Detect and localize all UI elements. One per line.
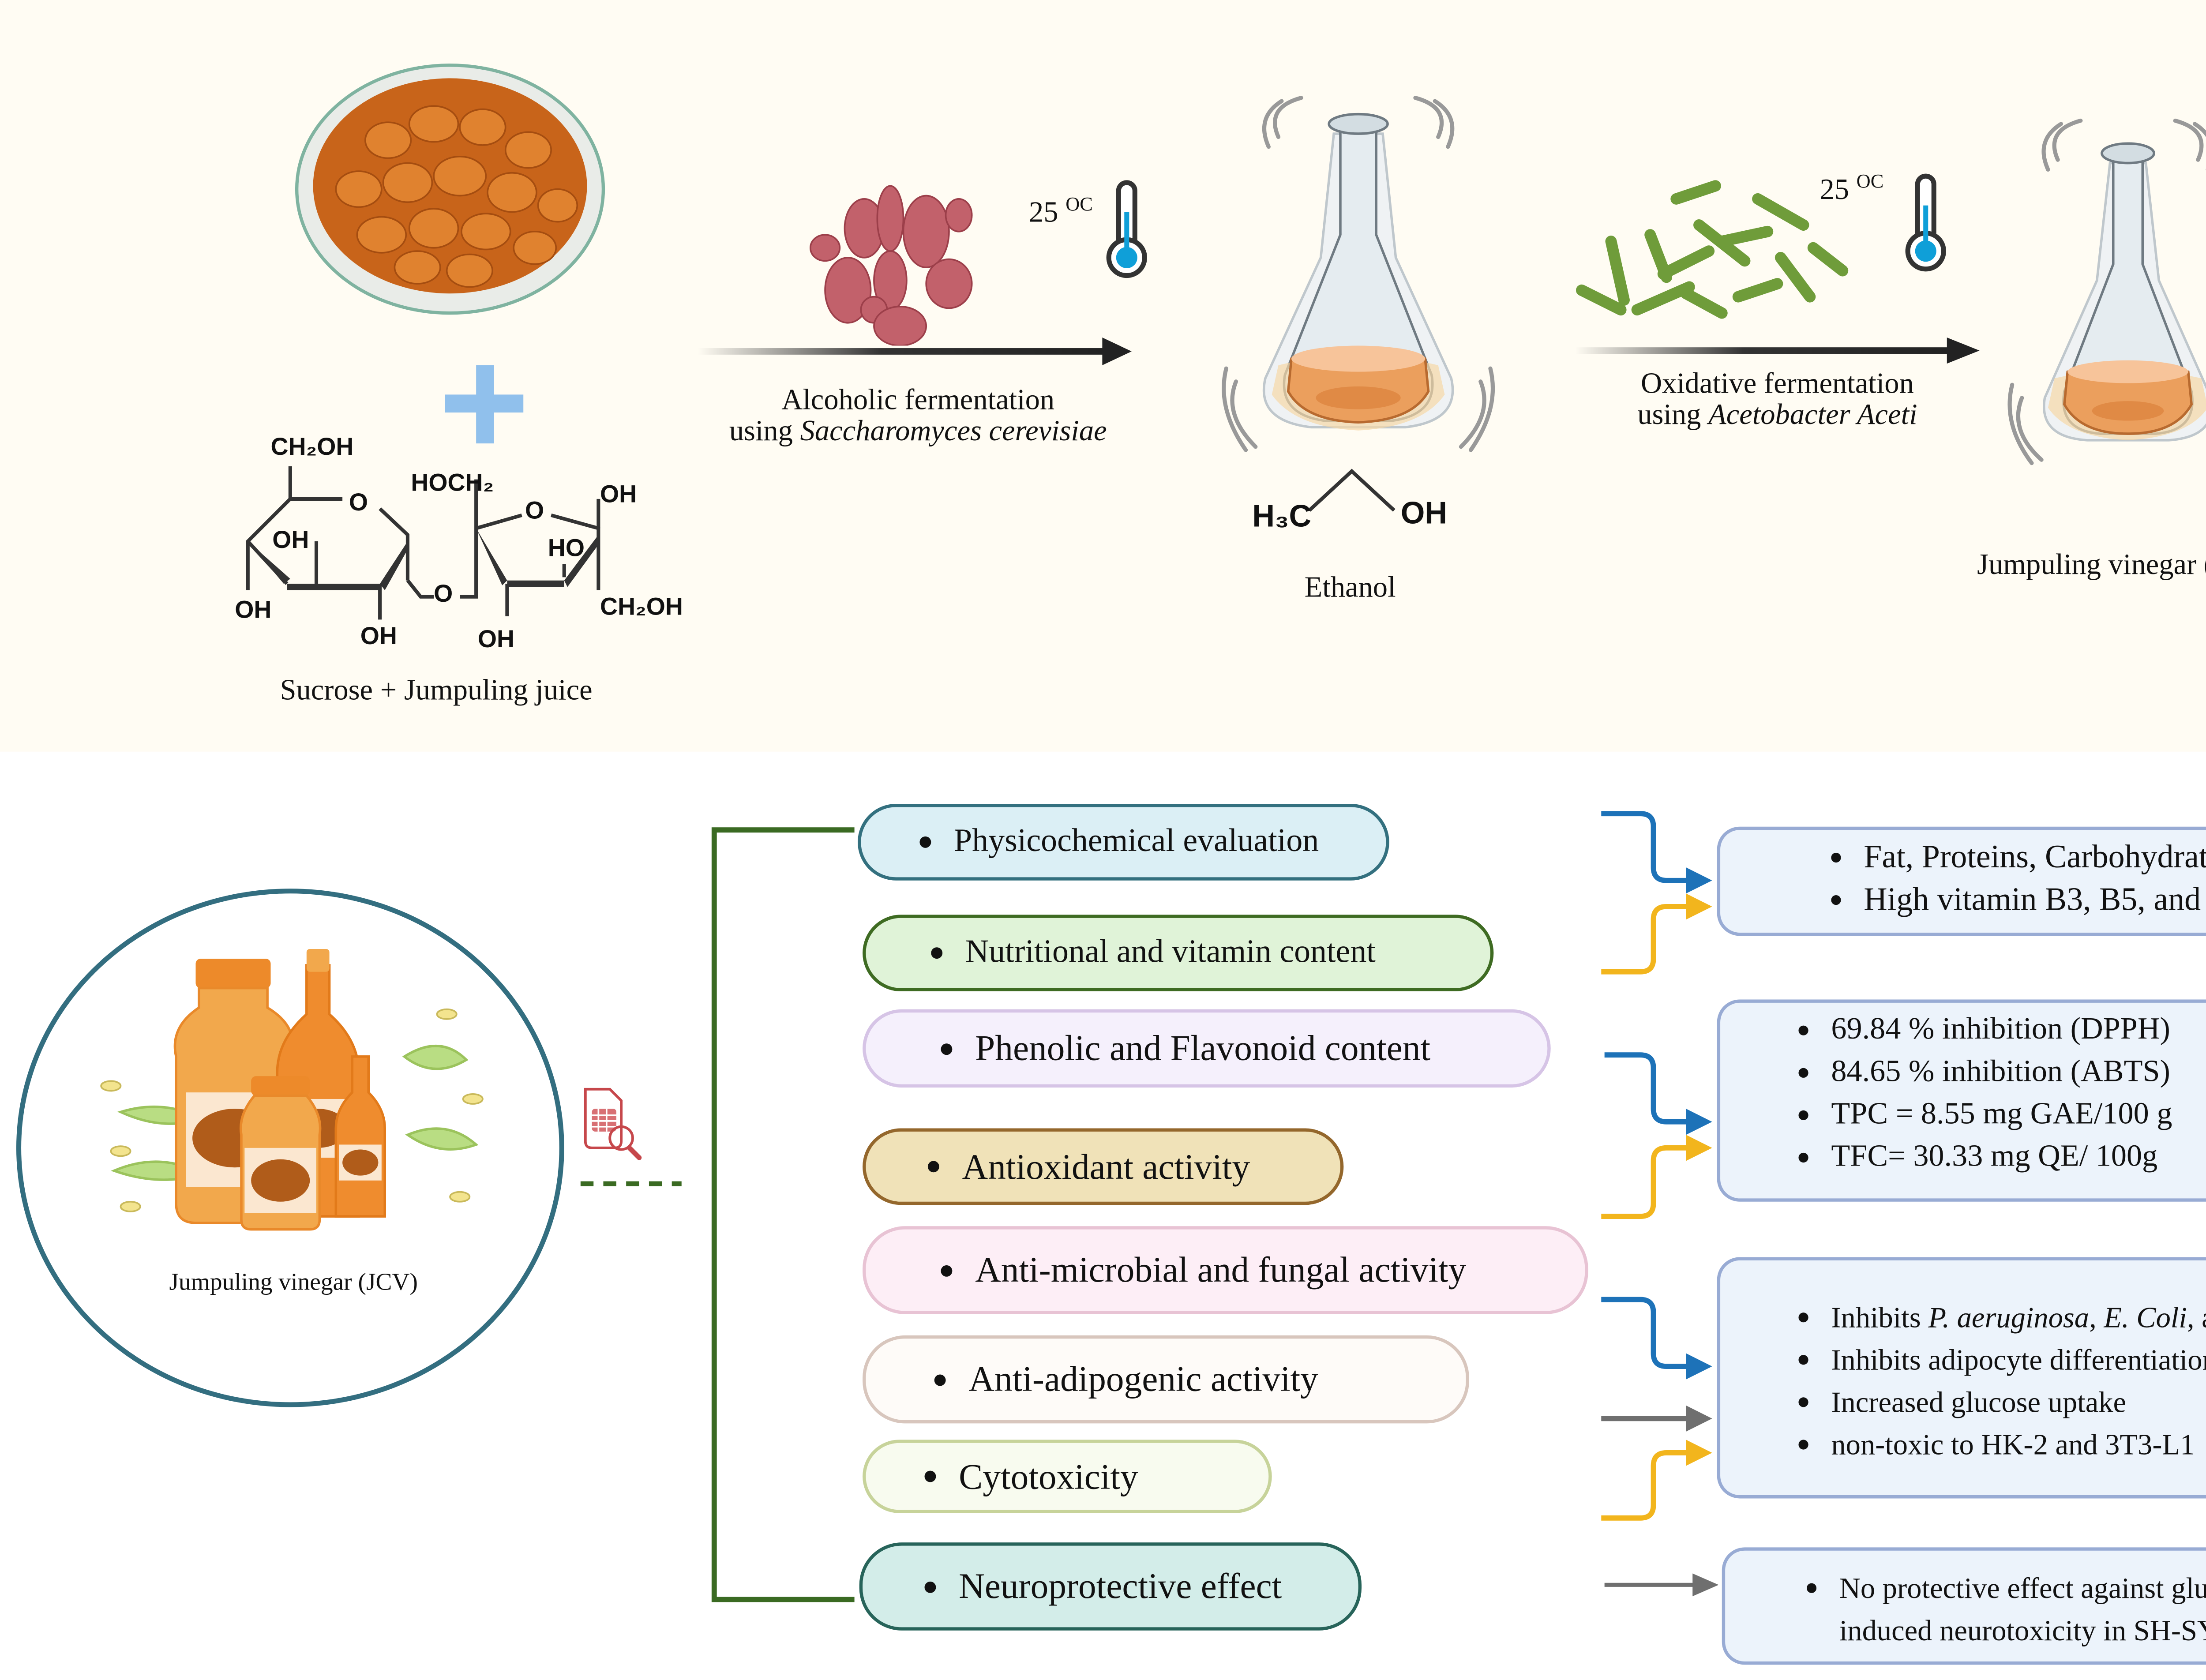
sucrose-caption: Sucrose + Jumpuling juice: [280, 673, 593, 706]
result-item: Fat, Proteins, Carbohydrates: [1821, 836, 2206, 879]
result-box-antioxidant: 69.84 % inhibition (DPPH) 84.65 % inhibi…: [1717, 999, 2206, 1202]
bullet: [934, 1373, 946, 1385]
vinegar-bottles-illustration: [100, 949, 484, 1231]
arrowhead: [1686, 1440, 1712, 1466]
sucrose-label-ch2oh-top: CH₂OH: [270, 434, 354, 461]
product-caption: Jumpuling vinegar (JCV): [1977, 548, 2206, 581]
sucrose-structure: CH₂OH O OH OH OH O HOCH₂ O HO OH CH₂OH O…: [212, 427, 701, 671]
bullet: [924, 1581, 936, 1592]
result-item: TPC = 8.55 mg GAE/100 g: [1789, 1094, 2206, 1136]
arrowhead: [1686, 1135, 1712, 1161]
step1-caption-line1: Alcoholic fermentation: [781, 383, 1055, 416]
bullet: [924, 1470, 936, 1482]
result-box-nutrition: Fat, Proteins, Carbohydrates High vitami…: [1717, 826, 2206, 936]
sucrose-label-hoch2: HOCH₂: [411, 469, 494, 498]
sucrose-label-o-ring2: O: [525, 497, 544, 525]
ethanol-bond-lines: [1308, 469, 1396, 512]
plus-icon: [445, 365, 524, 444]
erlenmeyer-flask-vinegar: [2007, 118, 2206, 465]
temperature-label-1: 25 OC: [1029, 192, 1093, 229]
jcv-circle-caption: Jumpuling vinegar (JCV): [169, 1270, 418, 1297]
sucrose-label-oh-bottom-right: OH: [477, 626, 515, 654]
connector-yellow-2: [1601, 1145, 1689, 1219]
connector-blue-3: [1601, 1297, 1689, 1369]
bullet: [931, 947, 943, 959]
result-connector-arrows: [1601, 811, 1719, 1597]
result-box-neuroprotective: No protective effect against glutamate i…: [1722, 1547, 2206, 1665]
result-item: No protective effect against glutamate: [1797, 1567, 2206, 1609]
result-item: Increased glucose uptake: [1789, 1381, 2206, 1423]
evaluation-pill-nutritional[interactable]: Nutritional and vitamin content: [863, 915, 1494, 992]
sucrose-label-oh-bottom-mid: OH: [360, 622, 397, 651]
bullet: [941, 1042, 953, 1054]
result-item: 69.84 % inhibition (DPPH): [1789, 1009, 2206, 1052]
acetobacter-bacteria-icon: [1576, 180, 1849, 319]
evaluation-pill-antimicrobial[interactable]: Anti-microbial and fungal activity: [863, 1226, 1588, 1314]
step1-caption-line2: using Saccharomyces cerevisiae: [729, 414, 1107, 447]
connector-blue-1: [1601, 811, 1689, 883]
arrowhead: [1686, 867, 1712, 894]
sucrose-label-o-ring1: O: [349, 489, 368, 517]
sucrose-label-oh-right-top: OH: [600, 481, 637, 509]
evaluation-pill-antiadipogenic[interactable]: Anti-adipogenic activity: [863, 1335, 1469, 1424]
evaluation-pill-antioxidant[interactable]: Antioxidant activity: [863, 1128, 1344, 1205]
ethanol-h3c-label: H₃C: [1252, 500, 1312, 535]
sucrose-label-ch2oh-right: CH₂OH: [600, 593, 683, 622]
result-box-bioactivity: Inhibits P. aeruginosa, E. Coli, and B. …: [1717, 1257, 2206, 1499]
evaluation-pill-physicochemical[interactable]: Physicochemical evaluation: [857, 804, 1389, 881]
arrowhead: [1686, 1405, 1712, 1432]
arrowhead: [1692, 1573, 1719, 1597]
sucrose-label-o-bridge: O: [434, 580, 453, 608]
arrow-step1: [698, 338, 1132, 365]
sucrose-label-oh-bottom-left: OH: [235, 596, 272, 625]
bullet: [927, 1161, 939, 1173]
step2-caption: Oxidative fermentation using Acetobacter…: [1582, 368, 1973, 430]
evaluation-tree-bracket: [711, 827, 855, 1602]
bullet: [941, 1264, 953, 1276]
connector-yellow-1: [1601, 904, 1689, 975]
bullet: [919, 836, 931, 848]
jumpuling-fruit-bowl-image: [295, 64, 605, 315]
data-analysis-report-icon: [584, 1088, 642, 1160]
step2-caption-line2: using Acetobacter Aceti: [1637, 398, 1917, 431]
arrow-step2: [1575, 338, 1980, 364]
erlenmeyer-flask-ethanol: [1222, 96, 1495, 452]
result-item: Inhibits adipocyte differentiation: [1789, 1339, 2206, 1381]
evaluation-pill-phenolic[interactable]: Phenolic and Flavonoid content: [863, 1009, 1551, 1088]
arrowhead: [1686, 893, 1712, 920]
dashed-connector: [580, 1181, 682, 1186]
arrowhead: [1686, 1109, 1712, 1135]
result-item: non-toxic to HK-2 and 3T3-L1: [1789, 1423, 2206, 1466]
connector-yellow-3: [1601, 1450, 1689, 1521]
result-item: 84.65 % inhibition (ABTS): [1789, 1052, 2206, 1094]
sucrose-bonds: [246, 466, 600, 620]
ethanol-oh-label: OH: [1400, 497, 1448, 532]
step1-caption: Alcoholic fermentation using Saccharomyc…: [685, 383, 1151, 447]
evaluation-pill-cytotoxicity[interactable]: Cytotoxicity: [863, 1440, 1272, 1513]
result-item: TFC= 30.33 mg QE/ 100g: [1789, 1136, 2206, 1179]
temperature-label-2: 25 OC: [1820, 169, 1884, 206]
sucrose-label-oh-inner: OH: [272, 526, 309, 555]
sucrose-label-ho-inner: HO: [548, 535, 585, 563]
arrowhead: [1686, 1353, 1712, 1380]
result-item-continuation: induced neurotoxicity in SH-SY5Y cells: [1839, 1614, 2206, 1647]
step2-caption-line1: Oxidative fermentation: [1640, 367, 1914, 400]
evaluation-pill-neuroprotective[interactable]: Neuroprotective effect: [859, 1542, 1362, 1631]
thermometer-icon-1: [1106, 180, 1147, 278]
result-item: Inhibits P. aeruginosa, E. Coli, and B. …: [1789, 1296, 2206, 1339]
thermometer-icon-2: [1905, 173, 1946, 272]
ethanol-caption: Ethanol: [1304, 570, 1396, 604]
connector-blue-2: [1604, 1052, 1689, 1125]
yeast-cells-icon: [809, 185, 973, 346]
result-item: High vitamin B3, B5, and B7: [1821, 879, 2206, 921]
